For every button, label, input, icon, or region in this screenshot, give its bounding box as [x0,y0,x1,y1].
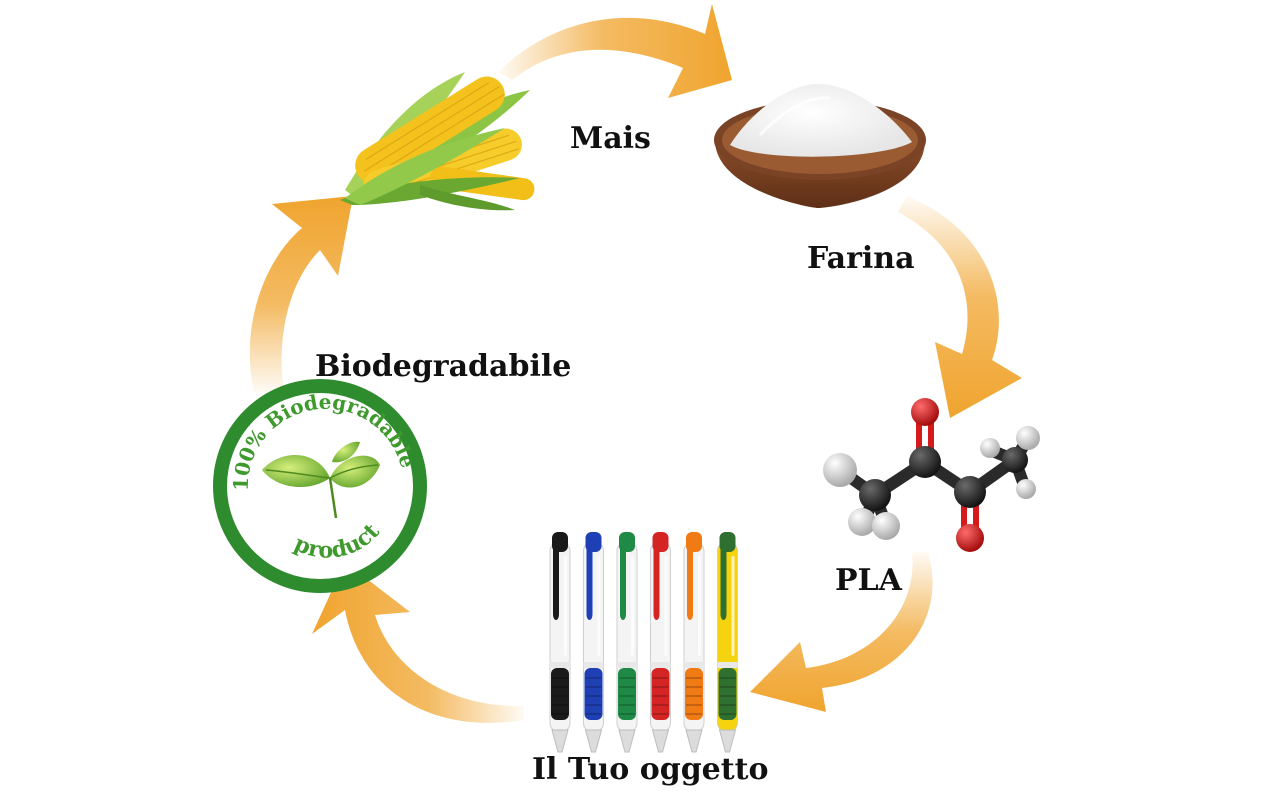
kernel-pattern [363,82,505,180]
pen [650,532,671,753]
label-mais: Mais [570,121,651,156]
arrow-pla-to-object [750,552,933,712]
molecule-icon [823,398,1040,552]
label-biodegradabile: Biodegradabile [315,349,572,384]
label-pla: PLA [835,563,902,598]
arrow-object-to-bio [312,562,524,723]
label-farina: Farina [807,241,915,276]
flour-bowl-icon [714,84,926,208]
pen [717,532,738,753]
pen [583,532,604,753]
arrow-bio-to-corn [249,196,353,392]
leaf-icon [262,441,380,519]
biodegradable-seal-icon: 100% Biodegradable product [213,379,427,593]
pen [616,532,638,753]
corn-cob-icon [340,72,535,211]
pens-icon [549,532,738,753]
label-il-tuo-oggetto: Il Tuo oggetto [532,752,769,787]
pen [549,532,571,753]
arrow-corn-to-flour [498,4,732,98]
pen [683,532,705,753]
arrow-flour-to-pla [898,196,1022,418]
